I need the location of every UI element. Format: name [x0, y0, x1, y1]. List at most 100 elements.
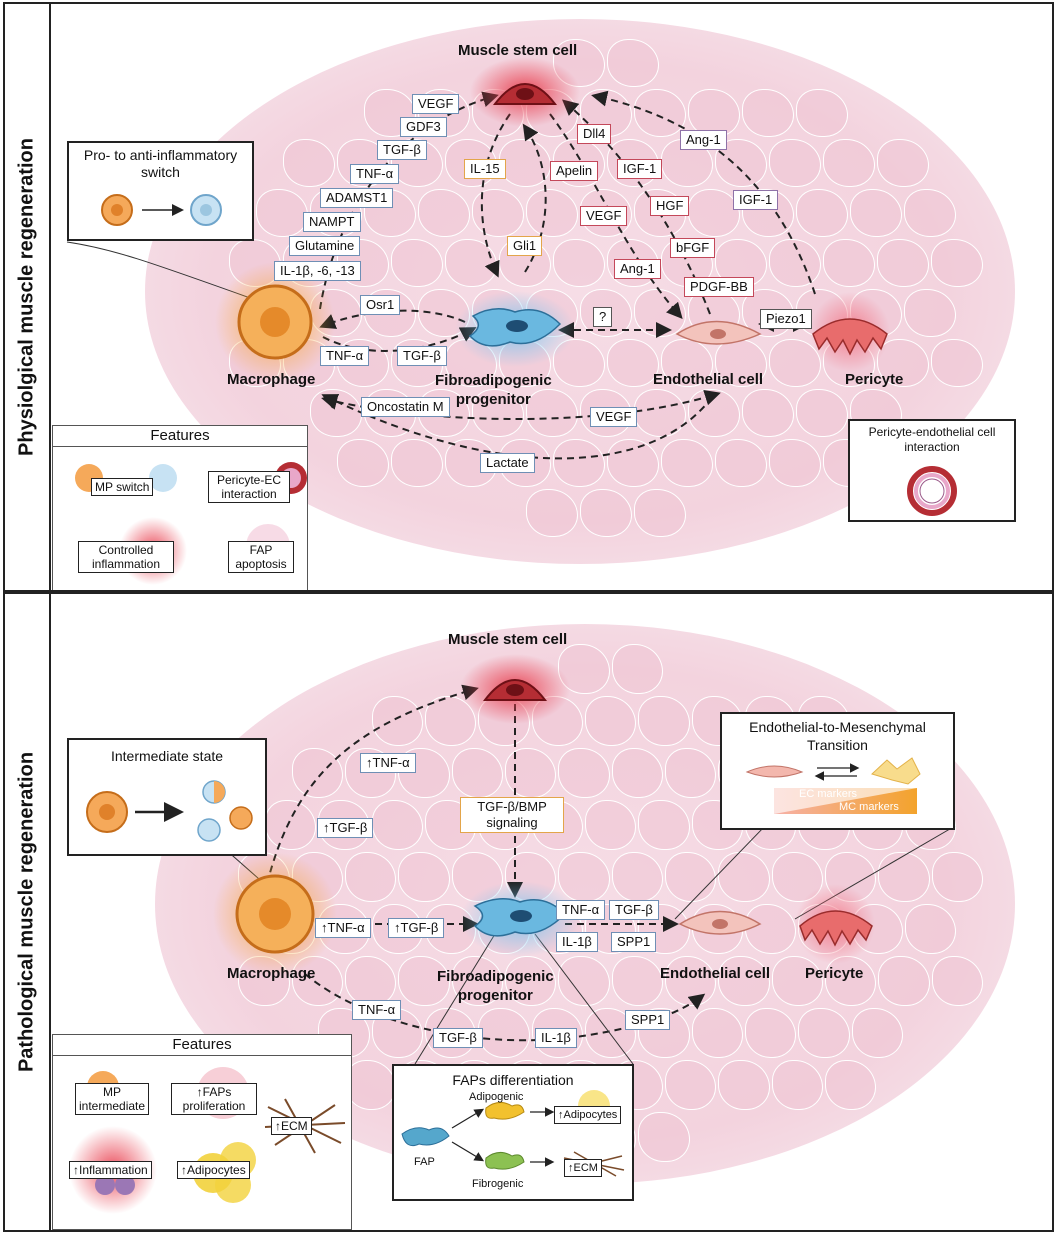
adipocytes-label: ↑Adipocytes [554, 1106, 622, 1124]
fibrogenic-label: Fibrogenic [472, 1178, 524, 1190]
intermediate-state-title: Intermediate state [110, 748, 224, 764]
ecm-feature-label: ↑ECM [271, 1117, 312, 1135]
muscle-fiber-cell [472, 189, 524, 237]
muscle-fiber-cell [638, 800, 690, 850]
signal-label: TNF-α [320, 346, 370, 366]
msc-name: Muscle stem cell [458, 42, 578, 59]
signal-label: TGF-β [609, 900, 659, 920]
muscle-fiber-cell [742, 89, 794, 137]
fap-name-line2: progenitor [457, 987, 533, 1004]
muscle-fiber-cell [796, 189, 848, 237]
features-box: Features MP intermediate ↑FAPs prolifera… [52, 1034, 352, 1230]
signal-label: TGF-β/BMP signaling [460, 797, 564, 833]
muscle-fiber-cell [823, 239, 875, 287]
muscle-fiber-cell [771, 956, 823, 1006]
adipogenic-label: Adipogenic [469, 1091, 524, 1103]
signal-label: Ang-1 [680, 130, 727, 150]
muscle-fiber-cell [665, 1060, 717, 1110]
muscle-fiber-cell [877, 239, 929, 287]
signal-label: SPP1 [625, 1010, 671, 1030]
signal-label: VEGF [590, 407, 638, 427]
features-title: Features [53, 1035, 351, 1056]
fap-apoptosis-label: FAP apoptosis [228, 541, 294, 573]
physiological-panel: Physiolgical muscle regeneration [3, 2, 1054, 592]
muscle-fiber-cell [418, 189, 470, 237]
intermediate-illustration [86, 780, 253, 842]
muscle-fiber-cell [796, 89, 848, 137]
signal-label: Gli1 [507, 236, 543, 256]
msc-name: Muscle stem cell [448, 631, 568, 648]
signal-label: IL-1β [556, 932, 598, 952]
muscle-fiber-cell [769, 439, 821, 487]
signal-label: Ang-1 [614, 259, 661, 279]
faps-proliferation-label: ↑FAPs proliferation [171, 1083, 257, 1115]
muscle-fiber-cell [634, 489, 686, 537]
signal-label: TGF-β [377, 140, 427, 160]
muscle-fiber-cell [796, 389, 848, 437]
signal-label: IL-1β [535, 1028, 577, 1048]
muscle-fiber-cell [505, 748, 557, 798]
features-title: Features [53, 426, 307, 447]
muscle-fiber-cell [851, 1008, 903, 1058]
mp-intermediate-label: MP intermediate [75, 1083, 149, 1115]
mc-markers-label: MC markers [839, 801, 899, 813]
muscle-fiber-cell [718, 1060, 770, 1110]
endmt-illustration [745, 757, 921, 814]
features-box: Features MP switch Pericyte-EC interacti… [52, 425, 308, 590]
muscle-fiber-cell [558, 956, 610, 1006]
macrophage-cell-shape [237, 284, 313, 360]
endmt-title: Endothelial-to-Mesenchymal Transition [749, 719, 926, 753]
signal-label: IGF-1 [617, 159, 663, 179]
fap-name: Fibroadipogenic progenitor [435, 371, 552, 409]
muscle-fiber-cell [877, 139, 929, 187]
signal-label: TNF-α [350, 164, 400, 184]
muscle-fiber-cell [611, 956, 663, 1006]
signal-label: VEGF [412, 94, 460, 114]
signal-label: ↑TNF-α [315, 918, 371, 938]
muscle-fiber-cell [718, 956, 770, 1006]
pericyte-cell-shape [812, 318, 888, 356]
muscle-fiber-cell [585, 800, 637, 850]
muscle-fiber-cell [691, 1008, 743, 1058]
muscle-fiber-cell [558, 748, 610, 798]
pericyte-name: Pericyte [845, 371, 904, 388]
mp-switch-illustration [101, 194, 222, 226]
fap-name-line1: Fibroadipogenic [437, 968, 554, 985]
muscle-fiber-cell [391, 439, 443, 487]
signal-label: Piezo1 [760, 309, 812, 329]
muscle-fiber-cell [553, 239, 605, 287]
muscle-fiber-cell [526, 189, 578, 237]
faps-diff-title: FAPs differentiation [452, 1072, 574, 1088]
muscle-fiber-cell [451, 956, 503, 1006]
intermediate-state-box: Intermediate state [67, 738, 267, 856]
muscle-fiber-cell [607, 339, 659, 387]
muscle-fiber-cell [398, 852, 450, 902]
muscle-fiber-cell [611, 852, 663, 902]
muscle-fiber-cell [291, 748, 343, 798]
muscle-fiber-cell [611, 748, 663, 798]
fap-name: Fibroadipogenic progenitor [437, 967, 554, 1005]
signal-label: bFGF [670, 238, 716, 258]
muscle-fiber-cell [905, 904, 957, 954]
muscle-fiber-cell [715, 339, 767, 387]
signal-label: TGF-β [433, 1028, 483, 1048]
muscle-fiber-cell [825, 956, 877, 1006]
muscle-fiber-cell [553, 439, 605, 487]
pericyte-ec-label: Pericyte-EC interaction [208, 471, 290, 503]
signal-label: ↑TGF-β [388, 918, 445, 938]
muscle-fiber-cell [823, 139, 875, 187]
endothelial-name: Endothelial cell [660, 965, 771, 982]
signal-label: HGF [650, 196, 690, 216]
signal-label: NAMPT [303, 212, 361, 232]
muscle-fiber-cell [607, 39, 659, 87]
muscle-fiber-cell [742, 389, 794, 437]
macrophage-name: Macrophage [227, 965, 316, 982]
signal-label: Oncostatin M [361, 397, 450, 417]
signal-label: ↑TGF-β [317, 818, 374, 838]
muscle-fiber-cell [345, 852, 397, 902]
muscle-fiber-cell [526, 489, 578, 537]
pericyte-name: Pericyte [805, 965, 864, 982]
muscle-fiber-cell [745, 1008, 797, 1058]
signal-label: ? [593, 307, 613, 327]
muscle-fiber-cell [904, 189, 956, 237]
